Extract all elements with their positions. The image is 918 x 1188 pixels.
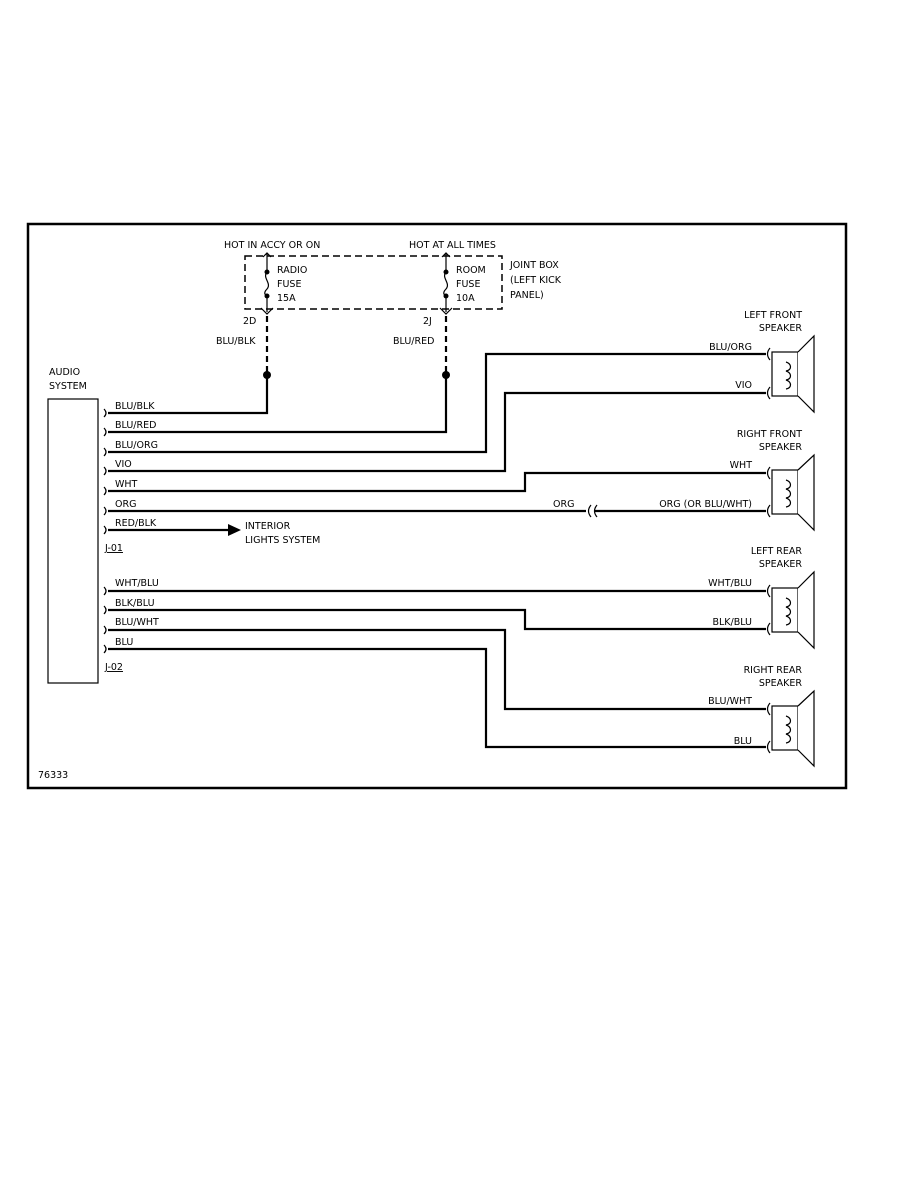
left-rear-speaker-label-2: SPEAKER [759,559,802,570]
interior-label-2: LIGHTS SYSTEM [245,535,320,546]
right-rear-speaker-label-1: RIGHT REAR [744,665,803,676]
left-rear-speaker-label-1: LEFT REAR [751,546,803,557]
wire-blu-org [108,352,766,454]
wire-blu-rear [108,647,766,749]
j02-wire-blu: BLU [115,637,133,648]
radio-fuse-label-2: FUSE [277,279,301,290]
j02-wire-wht-blu: WHT/BLU [115,578,159,589]
j01-wire-blu-blk: BLU/BLK [115,401,155,412]
joint-box-label-2: (LEFT KICK [510,275,562,286]
audio-label-1: AUDIO [49,367,80,378]
joint-box-label-1: JOINT BOX [509,260,559,271]
wire-vio [108,391,766,473]
left-front-wire-2: VIO [735,380,752,391]
audio-system-box [47,398,99,684]
left-front-speaker [766,334,815,414]
figure-number: 76333 [38,770,68,781]
radio-fuse-label-1: RADIO [277,265,307,276]
always-label: HOT AT ALL TIMES [409,240,496,251]
right-front-wire-2: ORG (OR BLU/WHT) [659,499,752,510]
j02-terminals [103,586,107,654]
left-rear-wire-2: BLK/BLU [712,617,752,628]
wire-blk-blu [108,608,766,631]
right-rear-speaker [766,689,815,768]
wire-blu-red [108,375,448,434]
left-rear-speaker [766,570,815,650]
inline-org-label: ORG [553,499,574,510]
right-rear-wire-1: BLU/WHT [708,696,752,707]
j01-wire-wht: WHT [115,479,138,490]
right-rear-speaker-label-2: SPEAKER [759,678,802,689]
left-front-speaker-label-2: SPEAKER [759,323,802,334]
right-front-speaker [766,453,815,532]
room-fuse-rating: 10A [456,293,475,304]
radio-fuse [260,252,274,315]
interior-label-1: INTERIOR [245,521,291,532]
j01-wire-blu-org: BLU/ORG [115,440,158,451]
radio-fuse-rating: 15A [277,293,296,304]
left-rear-wire-1: WHT/BLU [708,578,752,589]
j01-terminals [103,408,107,535]
j01-wire-vio: VIO [115,459,132,470]
room-fuse [439,252,453,315]
left-front-speaker-label-1: LEFT FRONT [744,310,802,321]
accy-label: HOT IN ACCY OR ON [224,240,320,251]
right-front-speaker-label-2: SPEAKER [759,442,802,453]
pin-2j: 2J [423,316,432,327]
audio-label-2: SYSTEM [49,381,87,392]
connector-j02: J-02 [104,662,123,673]
feed-radio-label: BLU/BLK [216,336,256,347]
diagram-frame [26,222,848,790]
joint-box-label-3: PANEL) [510,290,544,301]
right-front-wire-1: WHT [730,460,753,471]
right-front-speaker-label-1: RIGHT FRONT [737,429,802,440]
room-fuse-label-2: FUSE [456,279,480,290]
feed-room-label: BLU/RED [393,336,434,347]
right-rear-wire-2: BLU [734,736,752,747]
left-front-wire-1: BLU/ORG [709,342,752,353]
room-fuse-label-1: ROOM [456,265,486,276]
wire-blu-blk [108,375,269,415]
pin-2d: 2D [243,316,256,327]
connector-j01: J-01 [104,543,123,554]
wire-blu-wht-rear [108,628,766,711]
j02-wire-blk-blu: BLK/BLU [115,598,155,609]
j01-wire-red-blk: RED/BLK [115,518,157,529]
wire-wht [108,471,766,493]
j01-wire-org: ORG [115,499,136,510]
arrow-interior [228,524,241,536]
j01-wire-blu-red: BLU/RED [115,420,156,431]
j02-wire-blu-wht: BLU/WHT [115,617,159,628]
